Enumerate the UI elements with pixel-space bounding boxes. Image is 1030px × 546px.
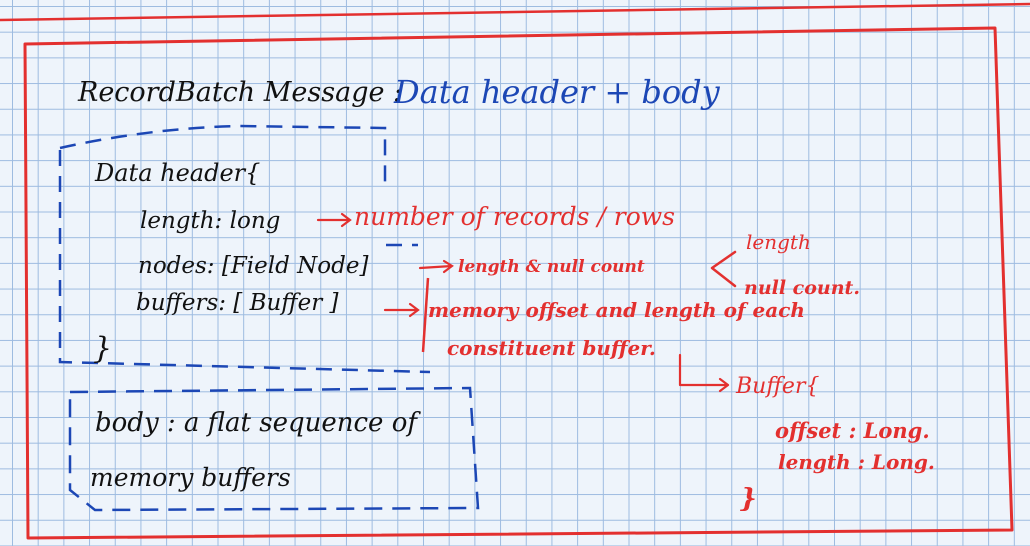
buffers-arrow [383, 302, 420, 318]
outer-red-border [23, 26, 1014, 540]
diagram-subtitle: Data header + body [394, 73, 720, 111]
buffers-annotation-line2: constituent buffer. [447, 336, 656, 360]
buffer-struct-length: length : Long. [778, 450, 935, 474]
diagram-title: RecordBatch Message : [78, 77, 403, 108]
data-header-dashed-box [58, 124, 431, 374]
body-dashed-box [68, 386, 480, 512]
top-red-line [0, 2, 1030, 22]
buffer-struct-arrow [678, 353, 730, 393]
length-arrow [316, 212, 352, 228]
buffer-struct-open: Buffer{ [736, 374, 820, 399]
field-node-null-count: null count. [744, 277, 860, 299]
data-header-open: Data header{ [95, 159, 261, 187]
data-header-close: } [93, 331, 113, 366]
length-annotation: number of records / rows [354, 202, 675, 231]
body-description-line1: body : a flat sequence of [95, 408, 417, 438]
nodes-arrow [418, 259, 454, 274]
field-node-length: length [746, 230, 811, 254]
field-node-brace [710, 250, 737, 288]
buffers-annotation-bar [421, 277, 430, 353]
field-buffers: buffers: [ Buffer ] [136, 290, 339, 316]
buffers-annotation-line1: memory offset and length of each [428, 298, 805, 322]
body-description-line2: memory buffers [90, 463, 291, 492]
buffer-struct-close: } [740, 484, 757, 514]
buffer-struct-offset: offset : Long. [775, 418, 930, 443]
nodes-annotation: length & null count [458, 257, 645, 277]
field-length: length: long [140, 208, 281, 234]
field-nodes: nodes: [Field Node] [138, 253, 369, 279]
